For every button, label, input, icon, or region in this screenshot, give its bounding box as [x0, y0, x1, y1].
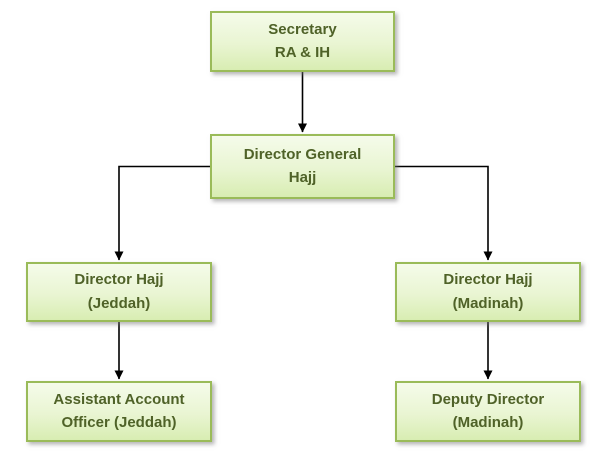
connector-director-general-to-director-jeddah	[114, 165, 210, 261]
node-deputy-director-madinah-line2: (Madinah)	[452, 414, 524, 431]
node-director-general: Director General Hajj	[210, 134, 395, 199]
node-director-hajj-madinah: Director Hajj (Madinah)	[395, 262, 581, 322]
node-director-hajj-jeddah-line2: (Jeddah)	[87, 294, 151, 312]
node-director-hajj-madinah-line1: Director Hajj	[443, 271, 533, 288]
node-director-hajj-madinah-line2: (Madinah)	[452, 294, 524, 312]
node-secretary: Secretary RA & IH	[210, 11, 395, 72]
node-assistant-account-officer-jeddah-line1: Assistant Account	[53, 390, 185, 408]
node-deputy-director-madinah-line1: Deputy Director	[431, 390, 545, 408]
node-assistant-account-officer-jeddah-line2: Officer (Jeddah)	[61, 414, 177, 431]
node-director-hajj-jeddah-line1: Director Hajj	[74, 271, 164, 288]
node-secretary-line2: RA & IH	[274, 44, 331, 61]
node-secretary-line1: Secretary	[268, 20, 337, 38]
node-deputy-director-madinah: Deputy Director (Madinah)	[395, 381, 581, 442]
node-assistant-account-officer-jeddah: Assistant Account Officer (Jeddah)	[26, 381, 212, 442]
node-director-general-line2: Hajj	[288, 169, 317, 186]
node-director-hajj-jeddah: Director Hajj (Jeddah)	[26, 262, 212, 322]
connector-director-general-to-director-madinah	[395, 165, 493, 261]
node-director-general-line1: Director General	[243, 145, 362, 163]
